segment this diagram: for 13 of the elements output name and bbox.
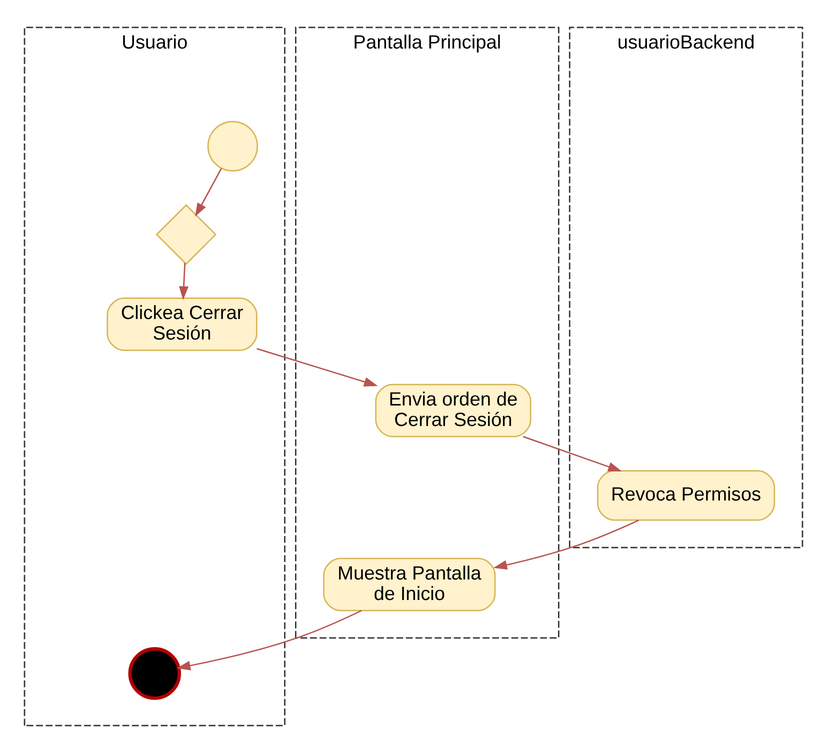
- node-circle: [207, 120, 258, 172]
- arrow: [493, 520, 640, 570]
- node-box: Envia orden de Cerrar Sesión: [375, 384, 532, 438]
- arrow: [522, 436, 622, 472]
- node-box: Muestra Pantalla de Inicio: [323, 558, 496, 612]
- node-box: Revoca Permisos: [597, 470, 776, 521]
- arrow: [195, 168, 222, 217]
- arrow: [256, 348, 378, 386]
- arrow: [176, 610, 362, 670]
- node-circle: [128, 647, 181, 700]
- node-diamond: [156, 204, 217, 265]
- node-box: Clickea Cerrar Sesión: [106, 298, 258, 351]
- arrow: [178, 262, 189, 300]
